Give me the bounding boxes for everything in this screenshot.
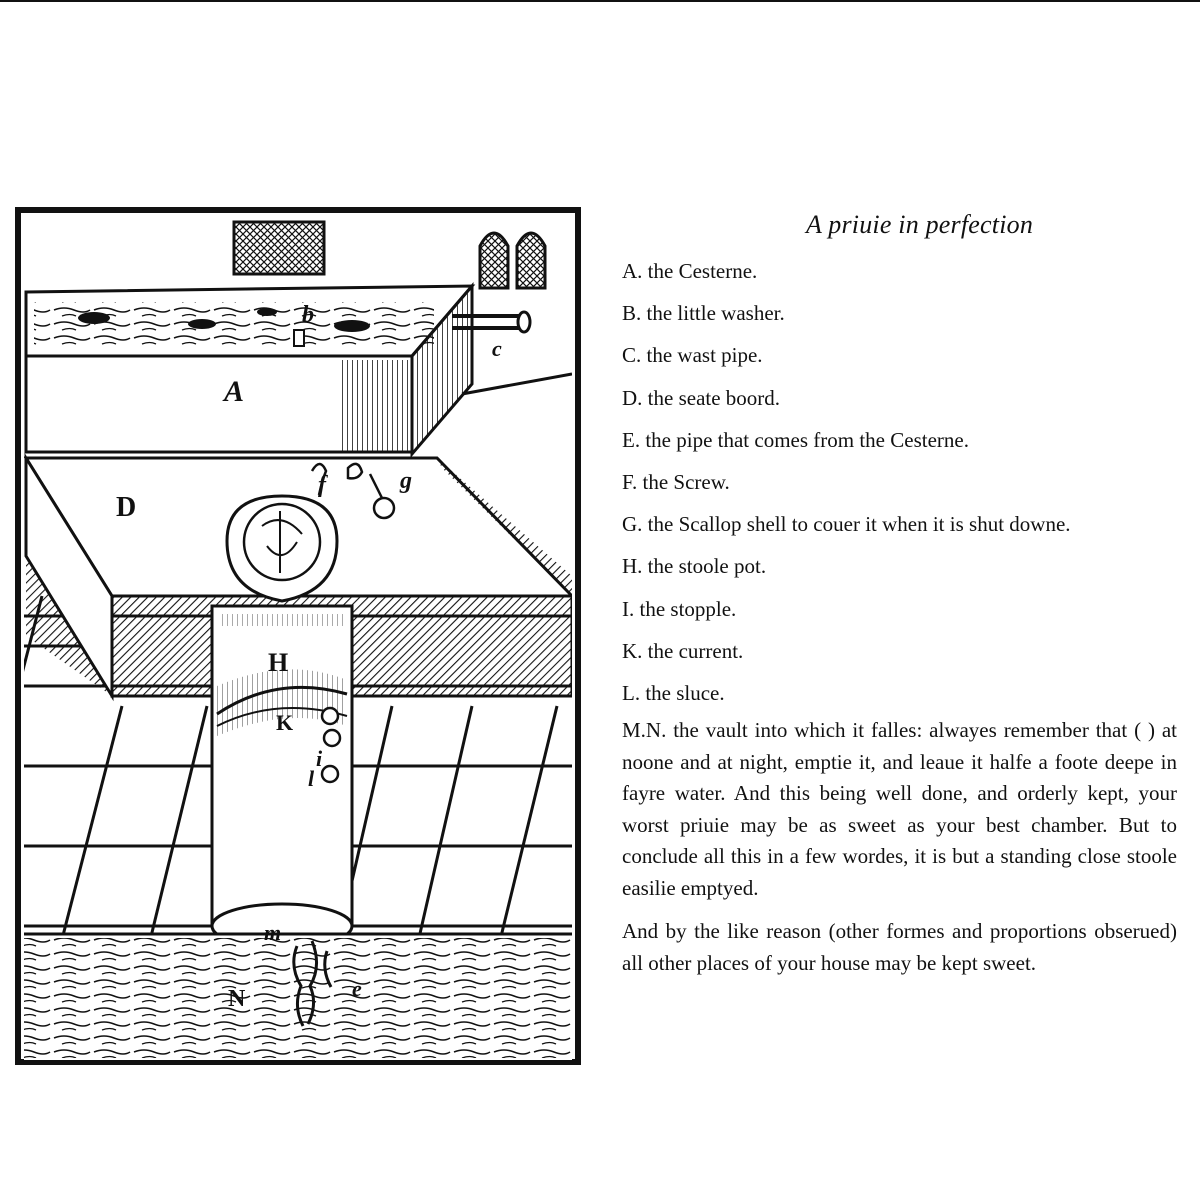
screw-handle — [310, 462, 396, 520]
falling-water — [292, 940, 333, 1027]
arched-windows — [478, 231, 547, 290]
label-washer: b — [302, 302, 314, 328]
label-stopple: i — [316, 746, 323, 771]
label-seat-board: D — [116, 492, 136, 523]
label-sluice: l — [308, 766, 315, 791]
label-extra: e — [352, 976, 362, 1001]
legend-paragraph-vault: M.N. the vault into which it falles: alw… — [622, 718, 1177, 900]
legend-paragraph-closing: And by the like reason (other formes and… — [622, 919, 1177, 975]
legend-item-a: A. the Cesterne. — [622, 259, 758, 283]
scallop-shell — [225, 494, 339, 603]
legend-title: A priuie in perfection — [805, 210, 1034, 239]
legend-item-g: G. the Scallop shell to couer it when it… — [622, 512, 1071, 537]
label-vault-m: m — [264, 920, 281, 945]
legend-item-k: K. the current. — [622, 638, 744, 663]
little-washer — [293, 329, 305, 347]
label-scallop: g — [399, 468, 412, 494]
legend-item-f: F. the Screw. — [622, 470, 730, 495]
legend-panel: A priuie in perfection A. the Cesterne. … — [622, 210, 1177, 979]
legend-item-b: B. the little washer. — [622, 301, 785, 326]
fish — [78, 308, 370, 332]
label-cistern: A — [222, 375, 244, 408]
label-stool-pot: H — [268, 648, 288, 677]
label-screw: f — [318, 472, 328, 498]
legend-item-i: I. the stopple. — [622, 596, 737, 621]
legend-item-h: H. the stoole pot. — [622, 554, 767, 579]
legend-item-c: C. the wast pipe. — [622, 343, 763, 368]
label-waste-pipe: c — [492, 336, 502, 361]
legend-list: A. the Cesterne. B. the little washer. C… — [622, 250, 1177, 714]
top-border-rule — [0, 0, 1200, 2]
privy-woodcut-diagram: A b c D f g H K i l m N e — [15, 207, 581, 1065]
legend-item-e: E. the pipe that comes from the Cesterne… — [622, 427, 969, 452]
legend-item-d: D. the seate boord. — [622, 385, 781, 410]
label-vault-n: N — [228, 986, 246, 1012]
legend-item-l: L. the sluce. — [622, 681, 725, 706]
waste-pipe — [452, 314, 522, 330]
stopple-valves — [320, 706, 342, 784]
label-current: K — [276, 710, 293, 735]
lattice-window — [232, 220, 326, 276]
